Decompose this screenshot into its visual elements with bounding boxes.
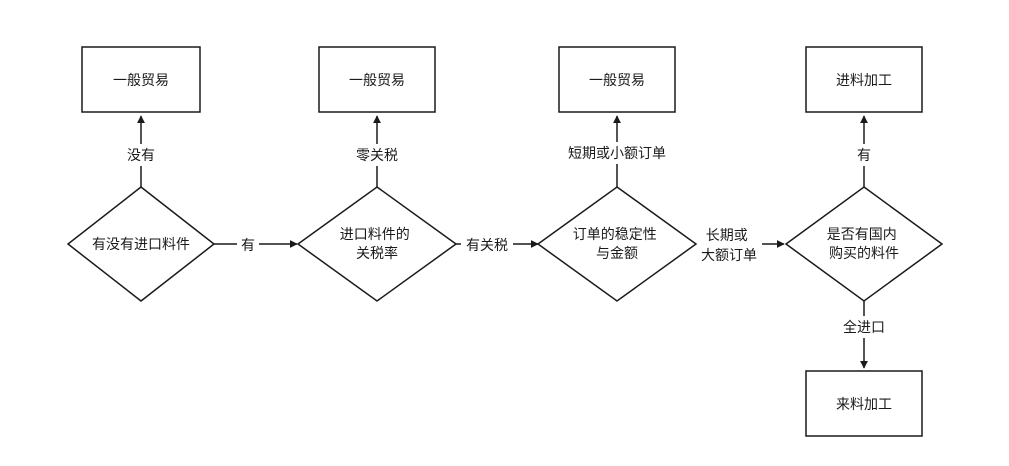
svg-text:长期或 大额订单: 长期或 大额订单 <box>701 228 757 264</box>
svg-text:一般贸易: 一般贸易 <box>113 73 169 89</box>
decision-tariff-rate-line-2: 关税率 <box>356 245 398 262</box>
edge-label-has-domestic: 有 <box>853 144 875 166</box>
decision-order-stability: 订单的稳定性 与金额 <box>536 186 698 302</box>
svg-text:订单的稳定性 与金额: 订单的稳定性 与金额 <box>573 227 661 262</box>
box-inbound-processing-label: 进料加工 <box>836 73 892 89</box>
box-general-trade-1: 一般贸易 <box>81 46 201 113</box>
edge-label-all-imported-text: 全进口 <box>843 319 885 336</box>
svg-text:有: 有 <box>241 238 255 254</box>
edge-label-short-small: 短期或小额订单 <box>561 142 673 164</box>
svg-text:全进口: 全进口 <box>843 319 885 336</box>
svg-text:来料加工: 来料加工 <box>836 397 892 413</box>
svg-text:没有: 没有 <box>127 148 155 164</box>
edge-label-has-tariff-text: 有关税 <box>466 238 508 254</box>
decision-order-stability-line-1: 订单的稳定性 <box>573 227 657 243</box>
edge-label-no-imports-text: 没有 <box>127 148 155 164</box>
box-general-trade-1-label: 一般贸易 <box>113 73 169 89</box>
edge-label-has-domestic-text: 有 <box>857 148 871 164</box>
svg-text:是否有国内 购买的料件: 是否有国内 购买的料件 <box>827 227 901 262</box>
edge-label-has-imports: 有 <box>237 234 259 256</box>
svg-text:进口料件的 关税率: 进口料件的 关税率 <box>340 227 414 262</box>
box-general-trade-3: 一般贸易 <box>558 46 676 113</box>
svg-text:有没有进口料件: 有没有进口料件 <box>92 237 190 253</box>
svg-text:一般贸易: 一般贸易 <box>589 73 645 89</box>
decision-tariff-rate-line-1: 进口料件的 <box>340 227 410 243</box>
svg-text:有: 有 <box>857 148 871 164</box>
decision-domestic-materials-line-2: 购买的料件 <box>829 246 899 262</box>
edge-label-has-imports-text: 有 <box>241 238 255 254</box>
edge-label-short-small-text: 短期或小额订单 <box>568 146 666 162</box>
svg-text:一般贸易: 一般贸易 <box>349 73 405 89</box>
box-consigned-processing: 来料加工 <box>805 370 923 437</box>
decision-tariff-rate: 进口料件的 关税率 <box>296 186 458 302</box>
box-inbound-processing: 进料加工 <box>805 46 923 113</box>
box-general-trade-2: 一般贸易 <box>318 46 436 113</box>
edge-label-zero-tariff: 零关税 <box>352 144 402 166</box>
decision-imported-materials-label: 有没有进口料件 <box>92 237 190 253</box>
edge-label-all-imported: 全进口 <box>839 316 889 338</box>
svg-text:有关税: 有关税 <box>466 238 508 254</box>
box-general-trade-3-label: 一般贸易 <box>589 73 645 89</box>
edge-label-zero-tariff-text: 零关税 <box>356 148 398 164</box>
edge-label-long-large: 长期或 大额订单 <box>696 224 762 266</box>
decision-order-stability-line-2: 与金额 <box>596 246 638 262</box>
decision-domestic-materials: 是否有国内 购买的料件 <box>784 186 944 302</box>
svg-text:零关税: 零关税 <box>356 148 398 164</box>
box-consigned-processing-label: 来料加工 <box>836 397 892 413</box>
edge-label-no-imports: 没有 <box>123 144 159 166</box>
decision-domestic-materials-line-1: 是否有国内 <box>827 227 897 243</box>
svg-text:进料加工: 进料加工 <box>836 73 892 89</box>
decision-imported-materials: 有没有进口料件 <box>66 186 216 302</box>
edge-label-long-large-line-1: 长期或 <box>706 228 748 244</box>
svg-text:短期或小额订单: 短期或小额订单 <box>568 146 666 162</box>
edge-label-has-tariff: 有关税 <box>461 234 513 256</box>
edge-label-long-large-line-2: 大额订单 <box>701 248 757 264</box>
box-general-trade-2-label: 一般贸易 <box>349 73 405 89</box>
